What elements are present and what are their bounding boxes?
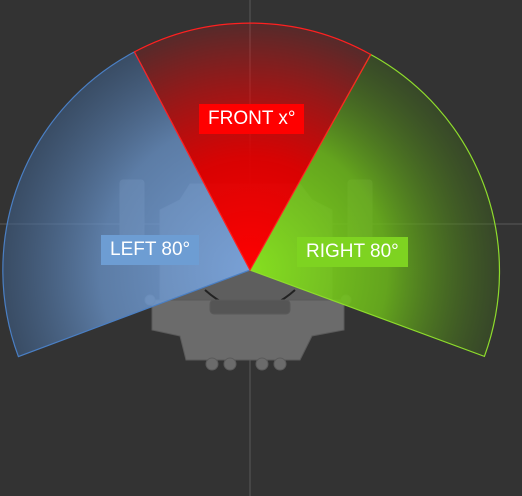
right-sector-label: RIGHT 80° — [297, 237, 408, 267]
right-sector — [249, 53, 501, 358]
front-sector — [133, 22, 372, 272]
left-sector-label: LEFT 80° — [101, 235, 200, 265]
left-sector — [2, 51, 251, 358]
front-sector-label: FRONT x° — [199, 104, 305, 134]
